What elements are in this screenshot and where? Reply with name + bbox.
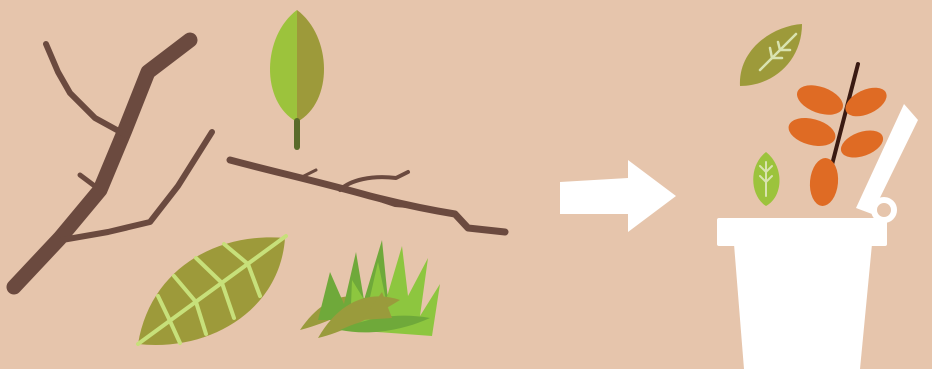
yard-waste-to-compost-illustration	[0, 0, 932, 369]
